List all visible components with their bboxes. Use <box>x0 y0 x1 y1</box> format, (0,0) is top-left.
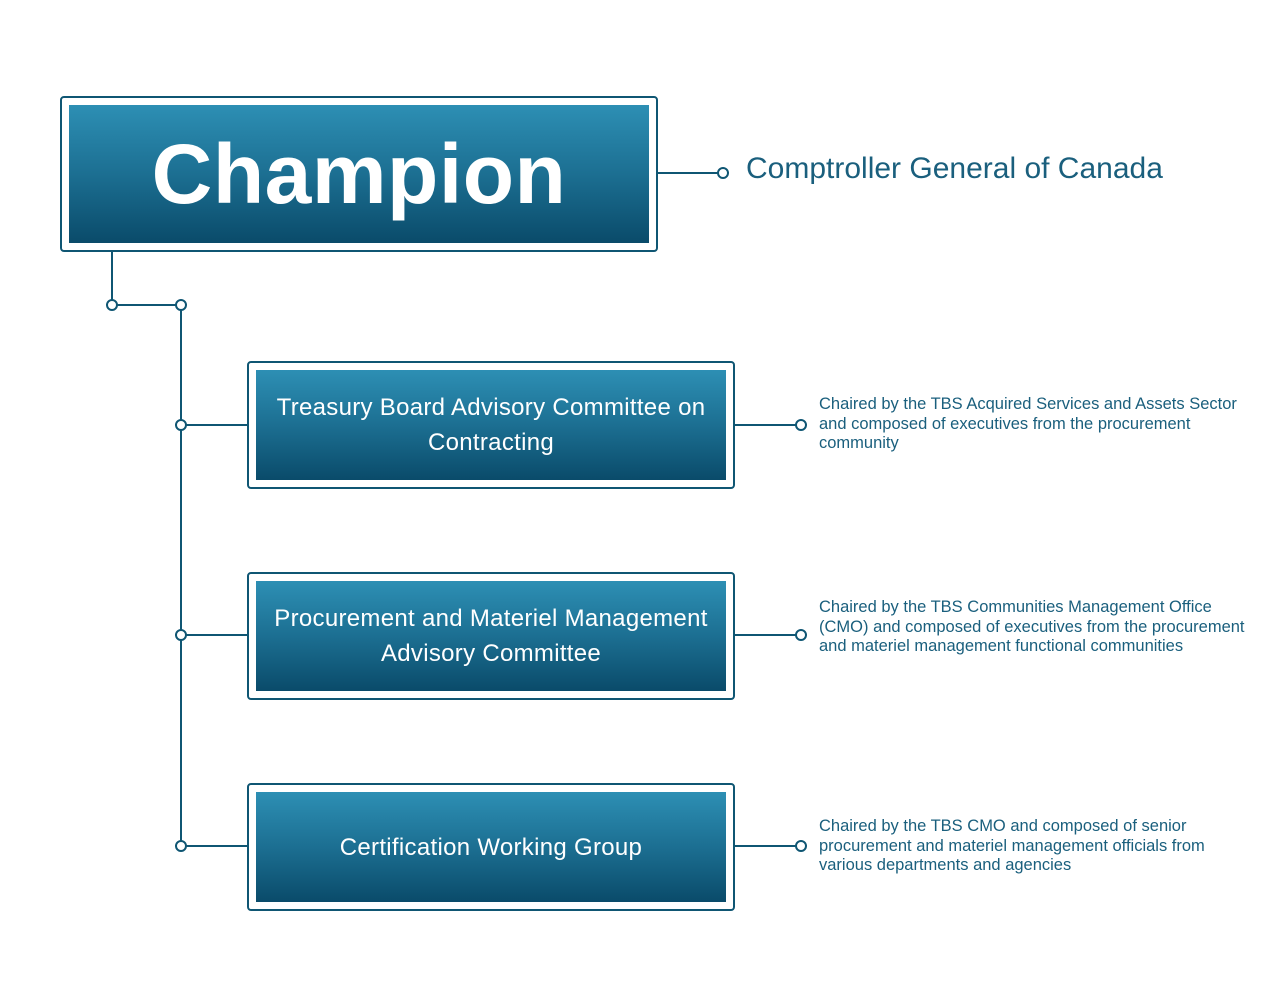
committee-box-tbacc: Treasury Board Advisory Committee on Con… <box>247 361 735 489</box>
committee-description: Chaired by the TBS CMO and composed of s… <box>819 817 1205 874</box>
connector-node <box>106 299 118 311</box>
connector-node <box>795 629 807 641</box>
connector-node <box>795 419 807 431</box>
committee-description: Chaired by the TBS Acquired Services and… <box>819 395 1237 452</box>
champion-box: Champion <box>60 96 658 252</box>
connector-node <box>175 299 187 311</box>
connector-node <box>175 419 187 431</box>
connector-node <box>795 840 807 852</box>
committee-name: Procurement and Materiel Management Advi… <box>256 581 726 691</box>
champion-role: Comptroller General of Canada <box>746 152 1163 185</box>
committee-box-pmmac: Procurement and Materiel Management Advi… <box>247 572 735 700</box>
connector-node <box>175 629 187 641</box>
committee-description: Chaired by the TBS Communities Managemen… <box>819 598 1245 655</box>
committee-name: Certification Working Group <box>256 792 726 902</box>
connector-node <box>717 167 729 179</box>
committee-name: Treasury Board Advisory Committee on Con… <box>256 370 726 480</box>
committee-box-cwg: Certification Working Group <box>247 783 735 911</box>
champion-title: Champion <box>69 105 649 243</box>
connector-node <box>175 840 187 852</box>
